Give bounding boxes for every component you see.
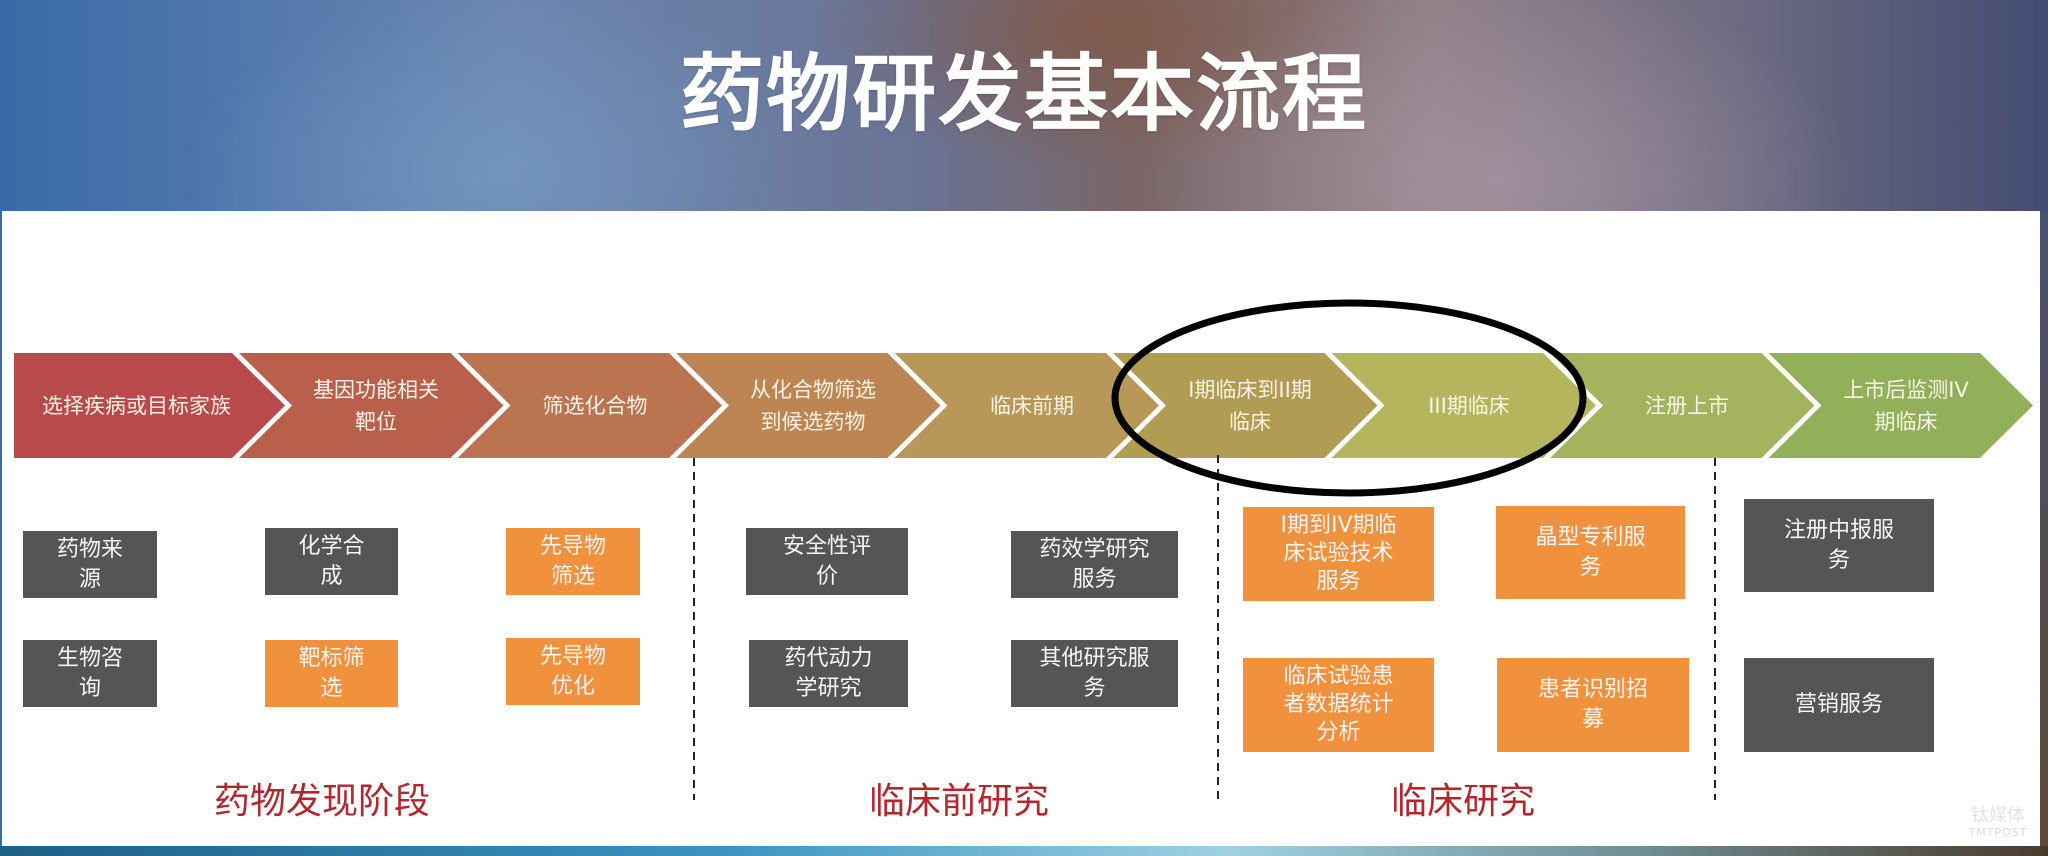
stage-label-9: 上市后监测IV 期临床: [1843, 377, 1969, 434]
chevron-stage-1: [14, 353, 285, 458]
phase-label-drug-discovery: 药物发现阶段: [213, 781, 430, 822]
service-patient-recruitment: 患者识别招 募: [1497, 658, 1689, 752]
bottom-band: [0, 846, 2048, 856]
service-bio-consulting: 生物咨 询: [23, 640, 157, 707]
chevron-stage-2: [239, 353, 504, 458]
service-drug-source: 药物来 源: [23, 531, 157, 598]
stage-label-3: 筛选化合物: [542, 393, 648, 418]
service-lead-screening: 先导物 筛选: [506, 528, 640, 595]
stage-label-7: III期临床: [1428, 393, 1510, 418]
service-clinical-trial-tech: I期到IV期临 床试验技术 服务: [1243, 507, 1434, 601]
service-chemical-synthesis: 化学合 成: [265, 528, 398, 595]
phase-label-preclinical: 临床前研究: [868, 781, 1049, 822]
slide-edge: [2040, 211, 2048, 846]
stage-label-8: 注册上市: [1645, 393, 1729, 418]
chevron-stage-6: [1113, 353, 1378, 458]
chevron-stage-9: [1768, 353, 2033, 458]
service-pharmacokinetics: 药代动力 学研究: [749, 640, 908, 707]
chevron-stage-7: [1331, 353, 1596, 458]
highlight-ellipse: [1111, 299, 1587, 497]
service-lead-optimization: 先导物 优化: [506, 638, 640, 705]
slide-title: 药物研发基本流程: [679, 45, 1368, 143]
phase-dividers: [693, 455, 1716, 800]
service-other-research: 其他研究服 务: [1011, 640, 1178, 707]
chevron-stage-5: [894, 353, 1159, 458]
chevron-stage-8: [1550, 353, 1815, 458]
service-patient-data-analysis: 临床试验患 者数据统计 分析: [1243, 658, 1434, 752]
service-safety-evaluation: 安全性评 价: [746, 528, 908, 595]
service-target-screening: 靶标筛 选: [265, 640, 398, 707]
service-marketing: 营销服务: [1744, 658, 1934, 752]
chevron-row: [14, 353, 2033, 458]
stage-label-2: 基因功能相关 靶位: [313, 377, 439, 434]
service-pharmacodynamics: 药效学研究 服务: [1011, 531, 1178, 598]
stage-label-4: 从化合物筛选 到候选药物: [750, 377, 876, 434]
chevron-stage-4: [676, 353, 941, 458]
stage-label-5: 临床前期: [990, 393, 1074, 418]
service-registration-filing: 注册中报服 务: [1744, 499, 1934, 592]
phase-label-clinical: 临床研究: [1390, 781, 1535, 822]
watermark-en: TMTPOST: [1968, 826, 2028, 839]
stage-label-1: 选择疾病或目标家族: [42, 393, 231, 418]
watermark: 钛媒体 TMTPOST: [1960, 806, 2036, 840]
service-crystal-patent: 晶型专利服 务: [1496, 506, 1685, 599]
stage-label-6: I期临床到II期 临床: [1188, 377, 1312, 434]
watermark-cn: 钛媒体: [1971, 805, 2025, 826]
chevron-stage-3: [457, 353, 722, 458]
